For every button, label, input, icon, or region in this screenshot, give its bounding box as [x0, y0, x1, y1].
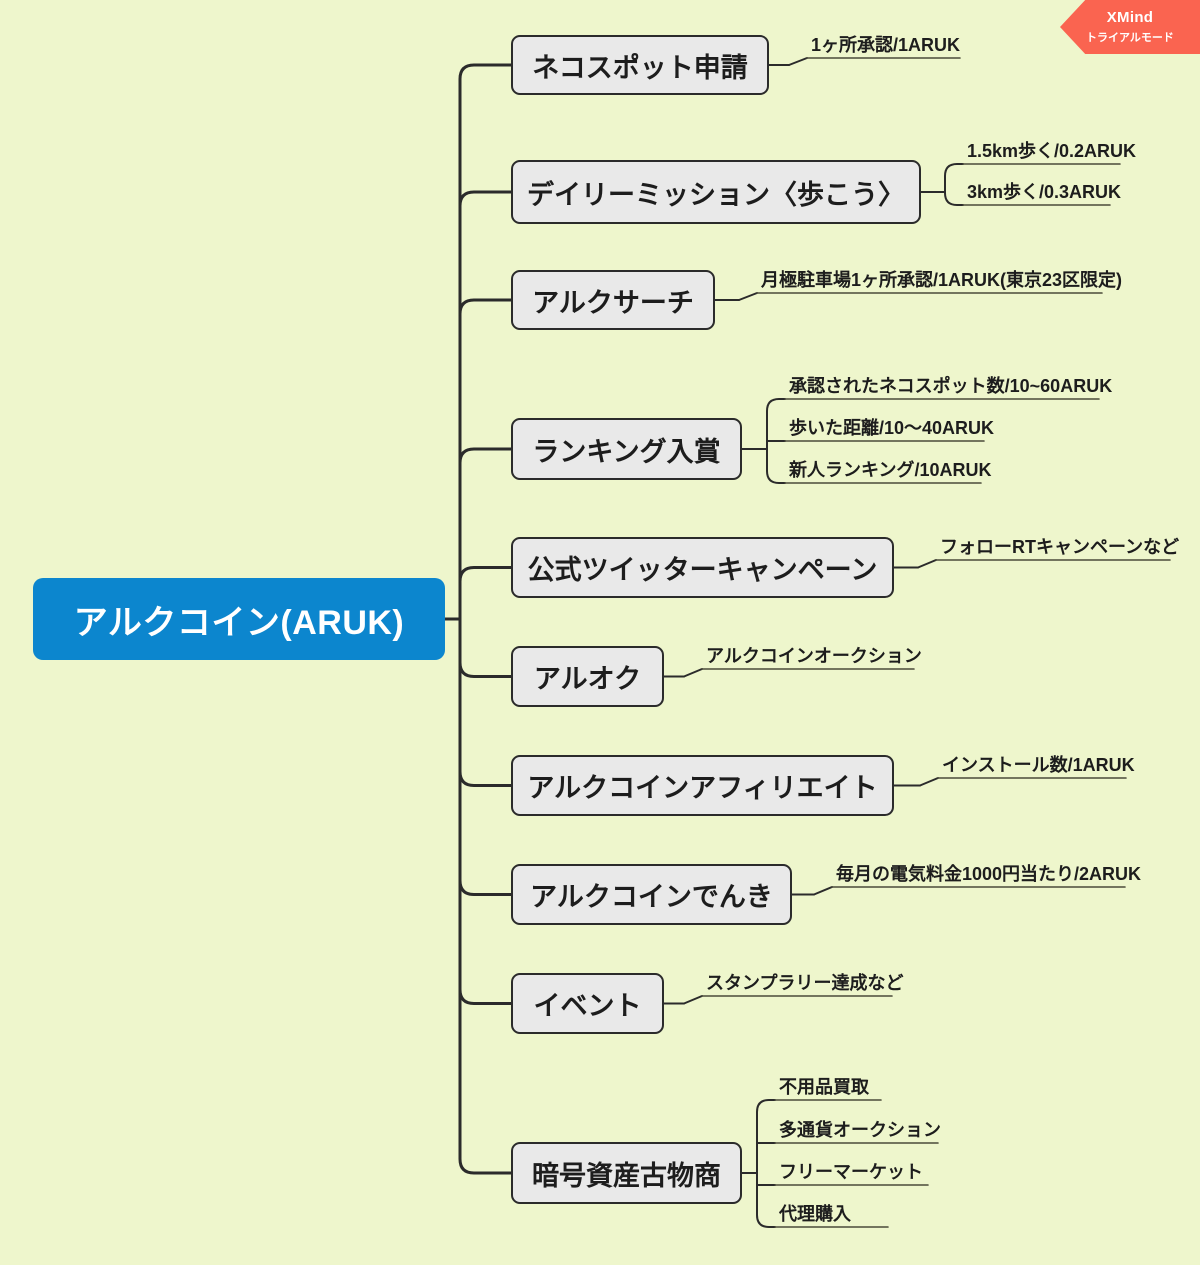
leaf-item-label: インストール数/1ARUK: [942, 755, 1135, 775]
leaf-item-label: 不用品買取: [779, 1077, 869, 1097]
branch-connector: [458, 566, 513, 583]
branch-node-label: アルクコインでんき: [530, 882, 773, 912]
leaf-item[interactable]: 代理購入: [775, 1205, 851, 1223]
leaf-item-label: 多通貨オークション: [779, 1120, 941, 1140]
branch-connector: [458, 879, 513, 896]
leaf-connector: [919, 777, 939, 787]
xmind-trial-mode-label: トライアルモード: [1086, 32, 1174, 44]
branch-node[interactable]: アルクコインでんき: [511, 864, 792, 925]
branch-node[interactable]: イベント: [511, 973, 664, 1034]
leaf-spine: [766, 398, 786, 484]
trunk-spine: [458, 63, 513, 1175]
leaf-item-label: 歩いた距離/10〜40ARUK: [789, 418, 995, 438]
xmind-trial-badge: XMind トライアルモード: [1060, 0, 1200, 54]
xmind-brand-label: XMind: [1106, 9, 1154, 26]
leaf-item[interactable]: 不用品買取: [775, 1078, 869, 1096]
branch-node-label: ネコスポット申請: [532, 52, 748, 83]
leaf-item-label: 1ヶ所承認/1ARUK: [811, 35, 961, 55]
leaf-item-label: フリーマーケット: [779, 1162, 923, 1182]
leaf-item-label: 承認されたネコスポット数/10~60ARUK: [789, 376, 1113, 396]
leaf-item-label: アルクコインオークション: [706, 646, 922, 666]
leaf-item[interactable]: スタンプラリー達成など: [702, 974, 903, 992]
branch-connector: [458, 770, 513, 787]
leaf-item[interactable]: 承認されたネコスポット数/10~60ARUK: [785, 377, 1112, 395]
leaf-item-label: 代理購入: [779, 1204, 851, 1224]
leaf-item[interactable]: 3km歩く/0.3ARUK: [963, 183, 1121, 201]
leaf-connector: [813, 886, 833, 896]
leaf-item[interactable]: 1ヶ所承認/1ARUK: [807, 36, 960, 54]
leaf-item-label: 3km歩く/0.3ARUK: [967, 182, 1122, 202]
branch-connector: [458, 661, 513, 678]
branch-node[interactable]: アルオク: [511, 646, 664, 707]
leaf-item-label: 1.5km歩く/0.2ARUK: [967, 141, 1137, 161]
leaf-connector: [788, 57, 808, 66]
leaf-item[interactable]: 多通貨オークション: [775, 1121, 941, 1139]
branch-node-label: イベント: [533, 991, 642, 1021]
branch-node-label: ランキング入賞: [532, 436, 721, 467]
branch-node[interactable]: ネコスポット申請: [511, 35, 769, 95]
leaf-item[interactable]: アルクコインオークション: [702, 647, 922, 665]
leaf-item[interactable]: フリーマーケット: [775, 1163, 923, 1181]
leaf-connector: [683, 995, 703, 1005]
leaf-connector: [683, 668, 703, 678]
branch-connector: [458, 447, 513, 465]
branch-node-label: アルクコインアフィリエイト: [527, 773, 878, 803]
branch-node[interactable]: アルクサーチ: [511, 270, 715, 330]
leaf-item-label: 毎月の電気料金1000円当たり/2ARUK: [836, 864, 1142, 884]
branch-node[interactable]: ランキング入賞: [511, 418, 742, 480]
branch-node[interactable]: 公式ツイッターキャンペーン: [511, 537, 894, 598]
branch-node-label: デイリーミッション〈歩こう〉: [527, 179, 905, 210]
branch-node-label: アルオク: [533, 664, 642, 694]
branch-node-label: 公式ツイッターキャンペーン: [527, 555, 878, 585]
root-node[interactable]: アルクコイン(ARUK): [33, 578, 445, 660]
branch-node-label: アルクサーチ: [532, 287, 694, 318]
leaf-item-label: フォローRTキャンペーンなど: [940, 537, 1180, 557]
leaf-item[interactable]: 月極駐車場1ヶ所承認/1ARUK(東京23区限定): [757, 271, 1122, 289]
branch-connector: [458, 190, 513, 208]
leaf-item-label: 月極駐車場1ヶ所承認/1ARUK(東京23区限定): [761, 270, 1123, 290]
leaf-connector: [917, 559, 937, 569]
branch-connector: [458, 988, 513, 1005]
leaf-item[interactable]: 新人ランキング/10ARUK: [785, 461, 991, 479]
branch-node[interactable]: 暗号資産古物商: [511, 1142, 742, 1204]
leaf-item[interactable]: 歩いた距離/10〜40ARUK: [785, 419, 994, 437]
leaf-item[interactable]: インストール数/1ARUK: [938, 756, 1135, 774]
leaf-item-label: 新人ランキング/10ARUK: [789, 460, 992, 480]
leaf-item[interactable]: フォローRTキャンペーンなど: [936, 538, 1179, 556]
leaf-item[interactable]: 1.5km歩く/0.2ARUK: [963, 142, 1136, 160]
branch-node[interactable]: アルクコインアフィリエイト: [511, 755, 894, 816]
branch-node-label: 暗号資産古物商: [532, 1160, 721, 1191]
leaf-item-label: スタンプラリー達成など: [706, 973, 904, 993]
leaf-spine: [944, 163, 964, 206]
branch-connector: [458, 298, 513, 316]
leaf-connector: [738, 292, 758, 301]
leaf-spine: [756, 1099, 776, 1228]
branch-node[interactable]: デイリーミッション〈歩こう〉: [511, 160, 921, 224]
leaf-item[interactable]: 毎月の電気料金1000円当たり/2ARUK: [832, 865, 1141, 883]
